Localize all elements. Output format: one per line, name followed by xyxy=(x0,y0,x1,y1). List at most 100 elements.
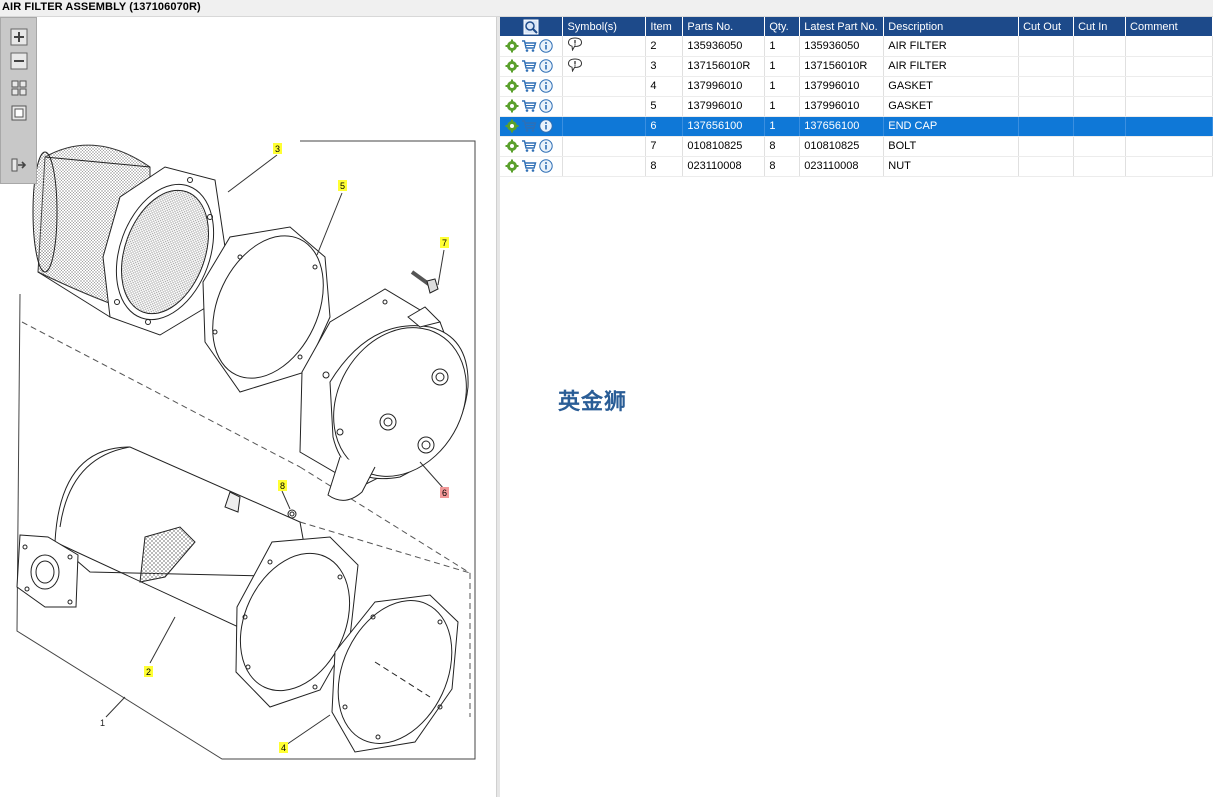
column-header-actions[interactable] xyxy=(500,17,564,36)
callout-6-label: 6 xyxy=(442,488,447,498)
row-item: 2 xyxy=(645,36,684,57)
row-description: BOLT xyxy=(883,136,1020,157)
table-row[interactable]: 2 135936050 1 135936050 AIR FILTER xyxy=(500,36,1213,57)
gear-icon[interactable] xyxy=(505,99,519,113)
callout-3[interactable]: 3 xyxy=(273,143,282,154)
parts-table: Symbol(s) Item Parts No. Qty. Latest Par… xyxy=(500,17,1213,177)
gear-icon[interactable] xyxy=(505,159,519,173)
fit-all-button[interactable] xyxy=(9,78,29,98)
row-actions xyxy=(500,116,564,137)
column-header-symbols[interactable]: Symbol(s) xyxy=(562,17,647,36)
gear-icon[interactable] xyxy=(505,119,519,133)
row-cut-in xyxy=(1073,76,1127,97)
table-row[interactable]: 8 023110008 8 023110008 NUT xyxy=(500,156,1213,177)
info-icon[interactable] xyxy=(539,119,553,133)
cart-icon[interactable] xyxy=(521,79,537,93)
callout-6[interactable]: 6 xyxy=(440,487,449,498)
column-header-cut-out[interactable]: Cut Out xyxy=(1018,17,1075,36)
row-symbol xyxy=(562,136,647,157)
pan-button[interactable] xyxy=(9,155,29,175)
row-part-no: 135936050 xyxy=(682,36,766,57)
gear-icon[interactable] xyxy=(505,79,519,93)
column-header-item[interactable]: Item xyxy=(645,17,684,36)
row-latest-part-no: 137996010 xyxy=(799,76,885,97)
cart-icon[interactable] xyxy=(521,59,537,73)
note-balloon-icon[interactable] xyxy=(567,57,583,73)
callout-4[interactable]: 4 xyxy=(279,742,288,753)
info-icon[interactable] xyxy=(539,79,553,93)
cart-icon[interactable] xyxy=(521,139,537,153)
column-header-description[interactable]: Description xyxy=(883,17,1020,36)
row-cut-out xyxy=(1018,76,1075,97)
gear-icon[interactable] xyxy=(505,39,519,53)
fit-window-button[interactable] xyxy=(9,103,29,123)
row-cut-in xyxy=(1073,56,1127,77)
pan-arrow-icon xyxy=(11,158,27,172)
row-part-no: 137996010 xyxy=(682,76,766,97)
parts-list-pane: Symbol(s) Item Parts No. Qty. Latest Par… xyxy=(500,17,1213,797)
column-header-cut-in[interactable]: Cut In xyxy=(1073,17,1127,36)
info-icon[interactable] xyxy=(539,159,553,173)
zoom-out-icon xyxy=(10,52,28,70)
callout-5-label: 5 xyxy=(340,181,345,191)
cart-icon[interactable] xyxy=(521,99,537,113)
table-row[interactable]: 5 137996010 1 137996010 GASKET xyxy=(500,96,1213,117)
row-qty: 1 xyxy=(764,36,801,57)
row-latest-part-no: 010810825 xyxy=(799,136,885,157)
pane-splitter[interactable] xyxy=(496,17,500,797)
row-symbol xyxy=(562,76,647,97)
info-icon[interactable] xyxy=(539,139,553,153)
exploded-diagram[interactable]: 1 2 3 4 5 6 7 8 xyxy=(0,17,496,797)
row-latest-part-no: 023110008 xyxy=(799,156,885,177)
column-header-latest-part-no[interactable]: Latest Part No. xyxy=(799,17,885,36)
row-part-no: 137656100 xyxy=(682,116,766,137)
row-cut-in xyxy=(1073,156,1127,177)
row-item: 5 xyxy=(645,96,684,117)
column-header-parts-no[interactable]: Parts No. xyxy=(682,17,766,36)
table-header: Symbol(s) Item Parts No. Qty. Latest Par… xyxy=(500,17,1213,36)
row-cut-out xyxy=(1018,36,1075,57)
gear-icon[interactable] xyxy=(505,59,519,73)
cart-icon[interactable] xyxy=(521,39,537,53)
cart-icon[interactable] xyxy=(521,119,537,133)
row-actions xyxy=(500,36,564,57)
callout-8[interactable]: 8 xyxy=(278,480,287,491)
gear-icon[interactable] xyxy=(505,139,519,153)
callout-2[interactable]: 2 xyxy=(144,666,153,677)
info-icon[interactable] xyxy=(539,59,553,73)
column-header-qty[interactable]: Qty. xyxy=(764,17,801,36)
zoom-in-icon xyxy=(10,28,28,46)
row-comment xyxy=(1125,56,1213,77)
table-row[interactable]: 7 010810825 8 010810825 BOLT xyxy=(500,136,1213,157)
table-row[interactable]: 4 137996010 1 137996010 GASKET xyxy=(500,76,1213,97)
row-item: 7 xyxy=(645,136,684,157)
note-balloon-icon[interactable] xyxy=(567,37,583,52)
zoom-in-button[interactable] xyxy=(9,27,29,47)
row-qty: 8 xyxy=(764,156,801,177)
row-symbol xyxy=(562,156,647,177)
callout-7[interactable]: 7 xyxy=(440,237,449,248)
row-symbol xyxy=(562,56,647,77)
info-icon[interactable] xyxy=(539,99,553,113)
callout-3-label: 3 xyxy=(275,144,280,154)
row-description: AIR FILTER xyxy=(883,36,1020,57)
row-latest-part-no: 135936050 xyxy=(799,36,885,57)
row-comment xyxy=(1125,36,1213,57)
row-comment xyxy=(1125,96,1213,117)
callout-1[interactable]: 1 xyxy=(100,718,105,728)
row-cut-out xyxy=(1018,56,1075,77)
search-parts-icon[interactable] xyxy=(523,19,539,35)
callout-5[interactable]: 5 xyxy=(338,180,347,191)
info-icon[interactable] xyxy=(539,39,553,53)
zoom-toolbar xyxy=(0,17,37,184)
row-actions xyxy=(500,156,564,177)
zoom-out-button[interactable] xyxy=(9,51,29,71)
row-qty: 1 xyxy=(764,56,801,77)
callout-7-label: 7 xyxy=(442,238,447,248)
cart-icon[interactable] xyxy=(521,159,537,173)
table-row[interactable]: 3 137156010R 1 137156010R AIR FILTER xyxy=(500,56,1213,77)
row-actions xyxy=(500,56,564,77)
table-row[interactable]: 6 137656100 1 137656100 END CAP xyxy=(500,116,1213,137)
row-latest-part-no: 137996010 xyxy=(799,96,885,117)
column-header-comment[interactable]: Comment xyxy=(1125,17,1213,36)
